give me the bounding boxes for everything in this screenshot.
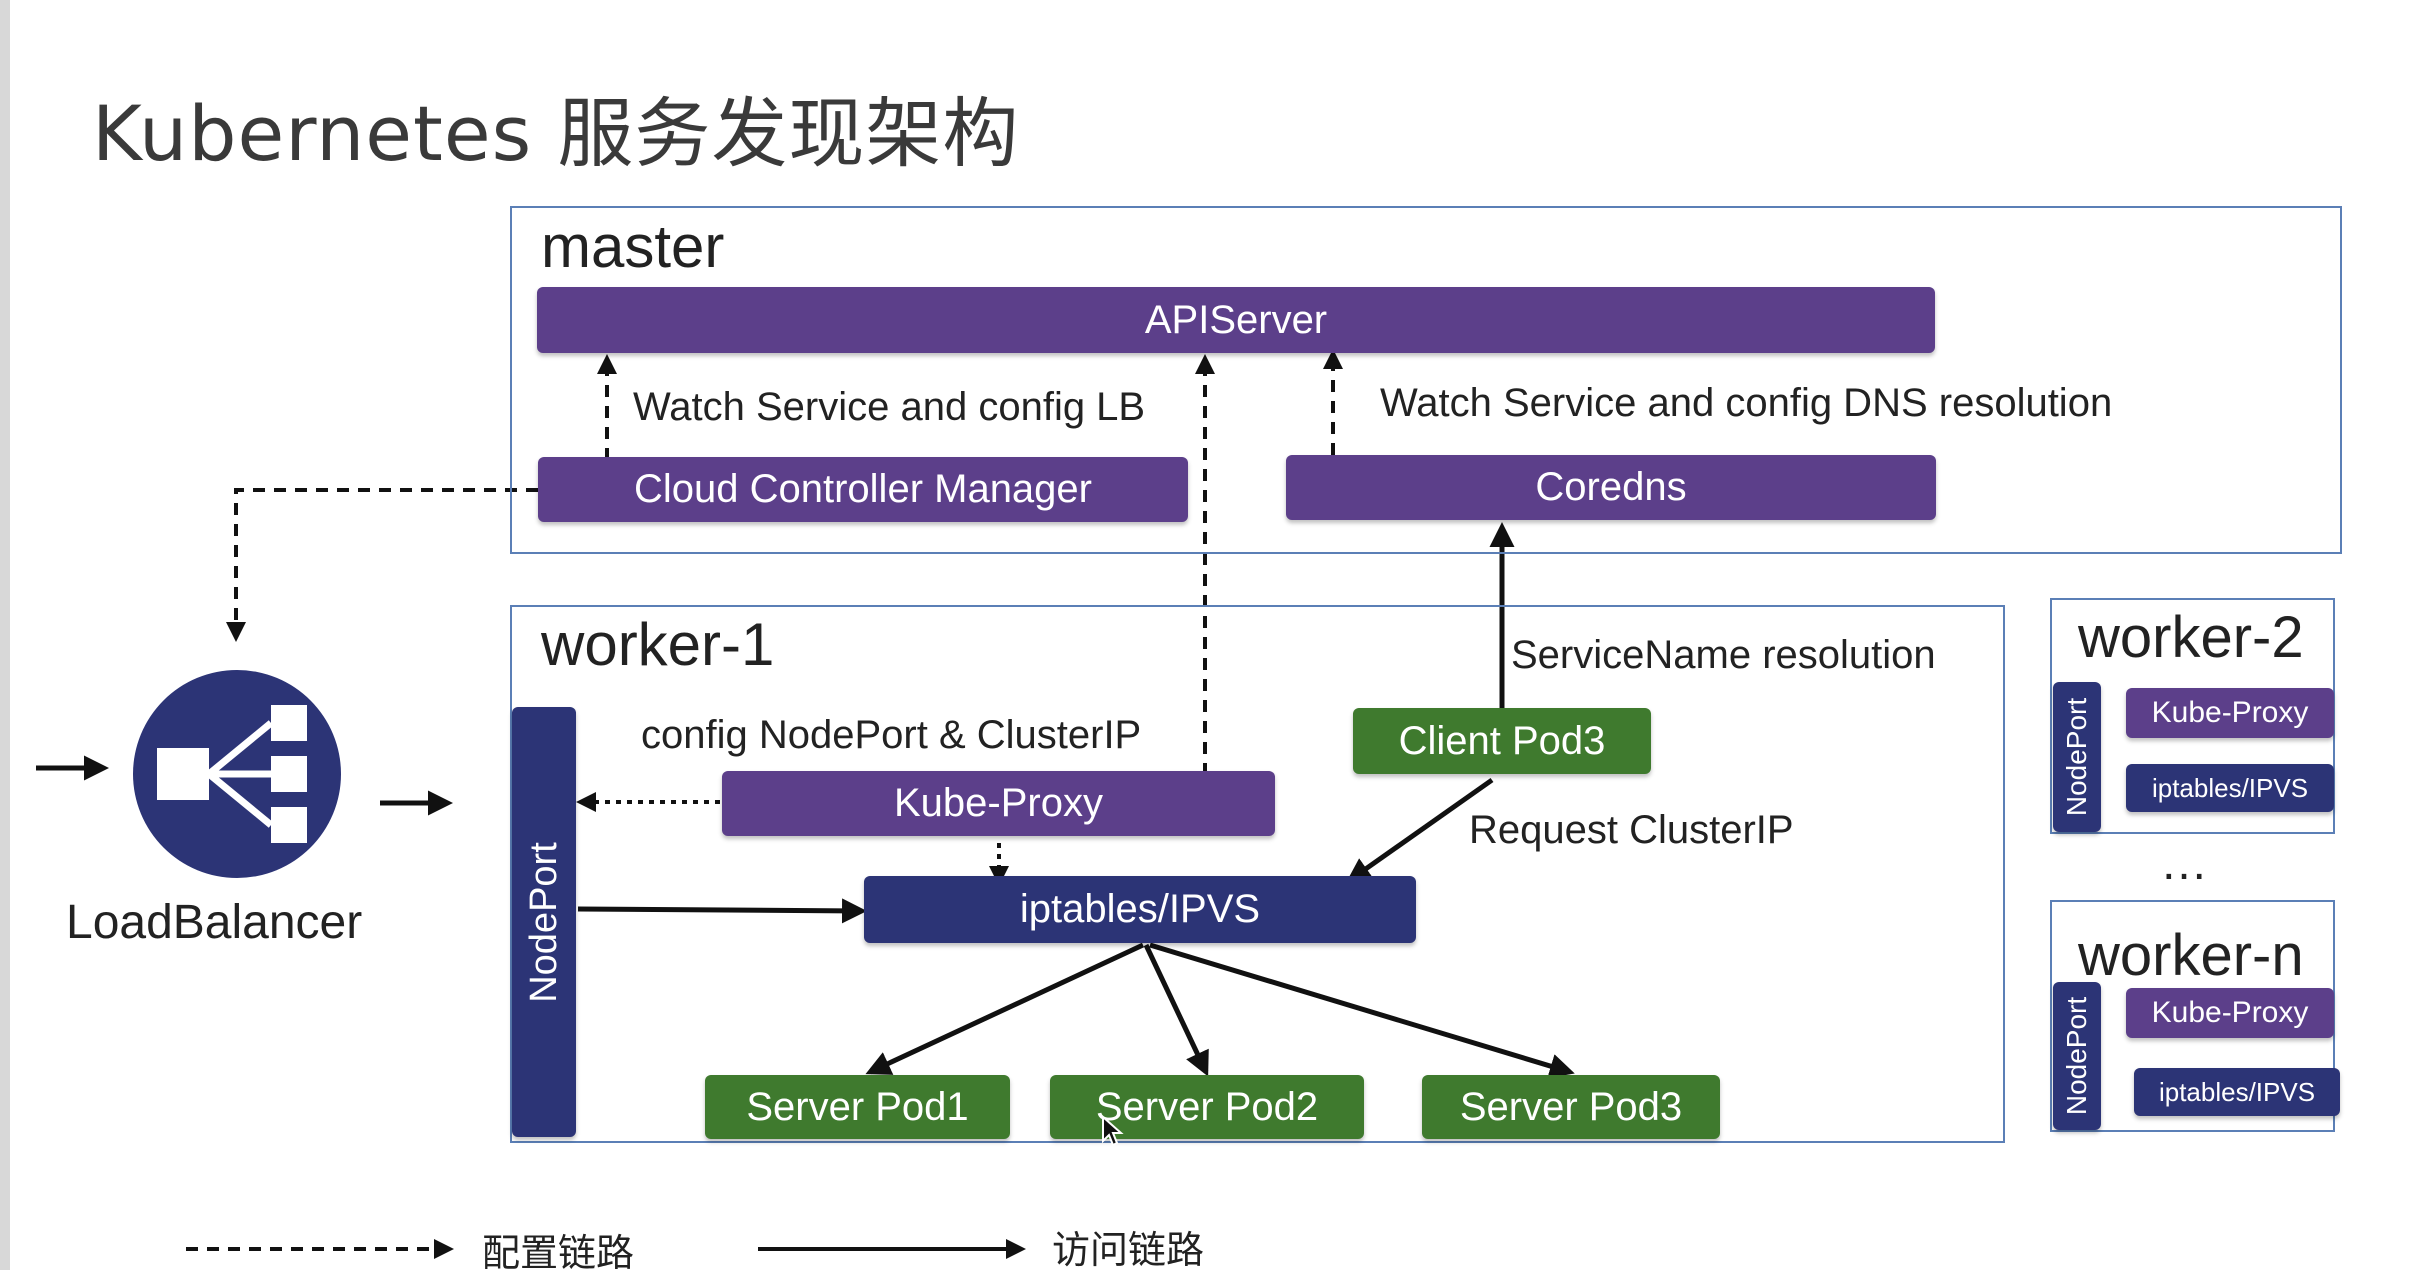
servicename-resolution-note: ServiceName resolution <box>1511 633 1936 677</box>
watch-lb-note: Watch Service and config LB <box>633 385 1146 429</box>
worker2-nodeport-label: NodePort <box>2061 697 2093 817</box>
worker2-frame <box>2050 598 2335 834</box>
legend-config-label: 配置链路 <box>482 1231 635 1275</box>
worker2-nodeport-bar: NodePort <box>2053 682 2101 832</box>
client-pod3-box: Client Pod3 <box>1353 708 1651 774</box>
config-nodeport-clusterip-note: config NodePort & ClusterIP <box>641 713 1142 757</box>
nodeport-to-iptables-arrow <box>577 898 867 924</box>
client-to-iptables-arrow <box>1345 777 1494 883</box>
kube-proxy-box: Kube-Proxy <box>722 771 1275 836</box>
left-edge-strip <box>0 0 10 1270</box>
cloud-controller-manager-box: Cloud Controller Manager <box>538 457 1188 522</box>
workern-frame <box>2050 900 2335 1132</box>
ccm-to-loadbalancer-link <box>226 488 538 642</box>
worker1-nodeport-label: NodePort <box>522 841 565 1003</box>
workern-label: worker-n <box>2078 923 2304 988</box>
coredns-box: Coredns <box>1286 455 1936 520</box>
load-balancer-label: LoadBalancer <box>66 896 363 949</box>
master-frame <box>510 206 2342 554</box>
page-title: Kubernetes 服务发现架构 <box>92 89 1020 178</box>
worker2-label: worker-2 <box>2078 605 2304 670</box>
worker1-frame <box>510 605 2005 1143</box>
master-label: master <box>541 213 725 280</box>
server-pod3-box: Server Pod3 <box>1422 1075 1720 1139</box>
request-clusterip-note: Request ClusterIP <box>1469 808 1794 852</box>
iptables-to-pod3-arrow <box>1149 942 1575 1079</box>
iptables-to-pod1-arrow <box>865 942 1145 1075</box>
watch-dns-note: Watch Service and config DNS resolution <box>1380 381 2113 425</box>
workern-iptables-box: iptables/IPVS <box>2134 1068 2340 1116</box>
server-pod1-box: Server Pod1 <box>705 1075 1010 1139</box>
workern-kube-proxy-box: Kube-Proxy <box>2126 988 2334 1038</box>
workern-nodeport-label: NodePort <box>2061 996 2093 1116</box>
load-balancer-icon <box>133 670 341 878</box>
mouse-cursor-icon <box>1102 1115 1124 1147</box>
ellipsis-more-workers: … <box>2160 837 2208 890</box>
legend-access-label: 访问链路 <box>1052 1228 1205 1272</box>
worker1-nodeport-bar: NodePort <box>512 707 576 1137</box>
worker1-label: worker-1 <box>541 611 775 678</box>
worker2-kube-proxy-box: Kube-Proxy <box>2126 688 2334 738</box>
apiserver-box: APIServer <box>537 287 1935 353</box>
worker2-iptables-box: iptables/IPVS <box>2126 764 2334 812</box>
server-pod2-box: Server Pod2 <box>1050 1075 1364 1139</box>
workern-nodeport-bar: NodePort <box>2053 982 2101 1130</box>
iptables-to-pod2-arrow <box>1143 943 1209 1077</box>
iptables-ipvs-box: iptables/IPVS <box>864 876 1416 943</box>
